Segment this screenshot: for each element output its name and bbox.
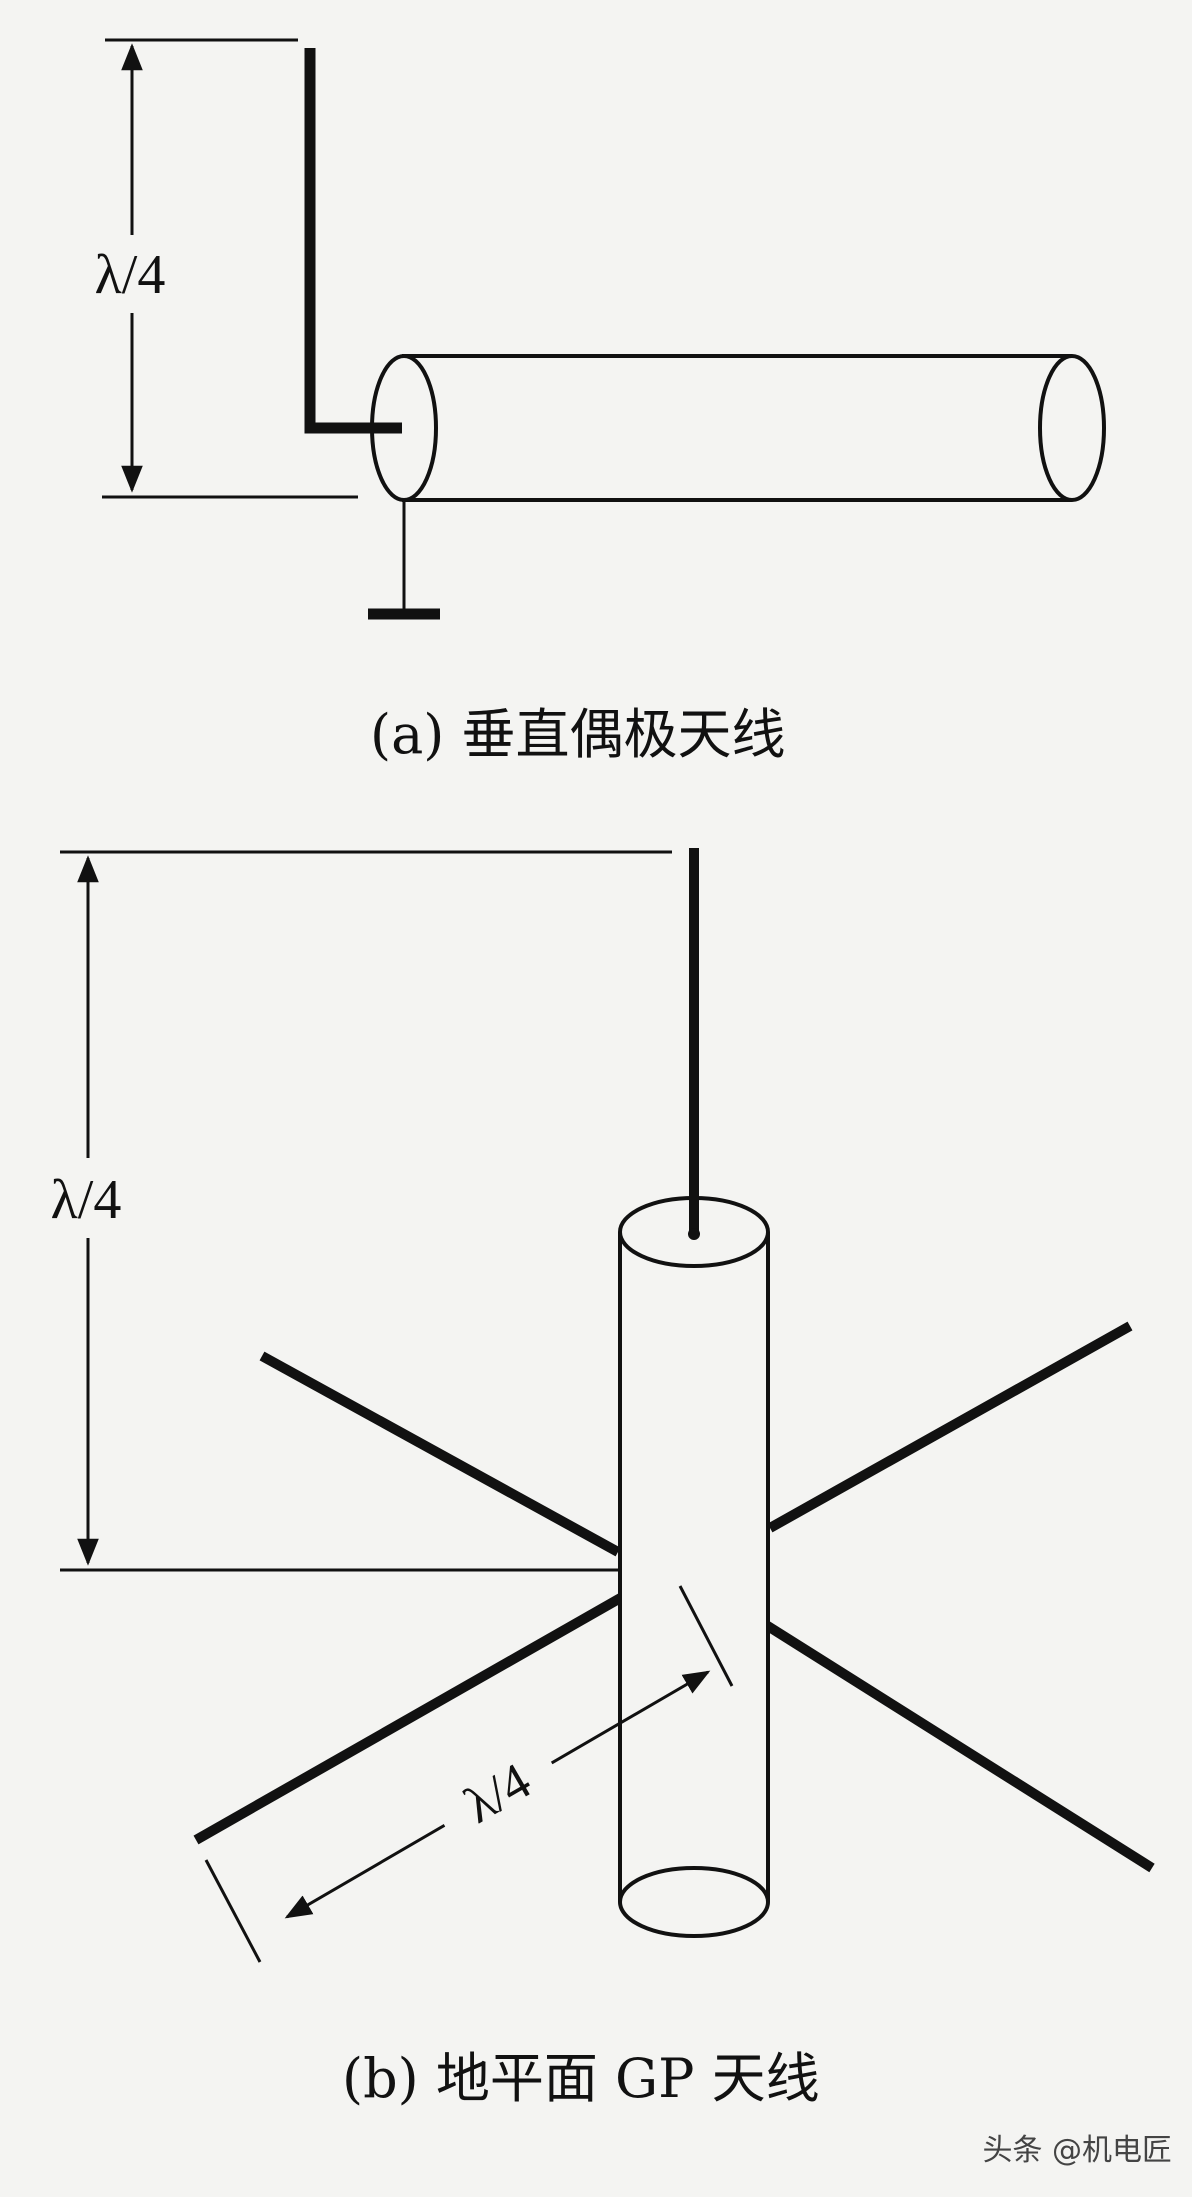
vertical-dipole-diagram: λ/4 bbox=[70, 38, 1106, 620]
radial-front-left bbox=[193, 1575, 655, 1845]
radial-back-right bbox=[767, 1321, 1133, 1533]
coax-end-far bbox=[1038, 354, 1106, 502]
radial-back-left bbox=[259, 1351, 621, 1557]
vertical-dimension-label: λ/4 bbox=[51, 1169, 122, 1231]
radial-tick-inner bbox=[678, 1585, 734, 1687]
coax-cable-b bbox=[618, 1196, 770, 1938]
dimension-label-a: λ/4 bbox=[95, 244, 166, 306]
coax-cable-a bbox=[370, 354, 1106, 502]
watermark: 头条 @机电匠 bbox=[982, 2133, 1172, 2168]
radial-front-right bbox=[733, 1601, 1155, 1873]
caption-ground-plane: (b) 地平面 GP 天线 bbox=[342, 2047, 820, 2110]
ground-plane-diagram: λ/4 λ/4 bbox=[26, 848, 1155, 1963]
radial-tick-outer bbox=[204, 1859, 262, 1963]
coax-bottom bbox=[618, 1866, 770, 1938]
caption-vertical-dipole: (a) 垂直偶极天线 bbox=[370, 703, 786, 766]
